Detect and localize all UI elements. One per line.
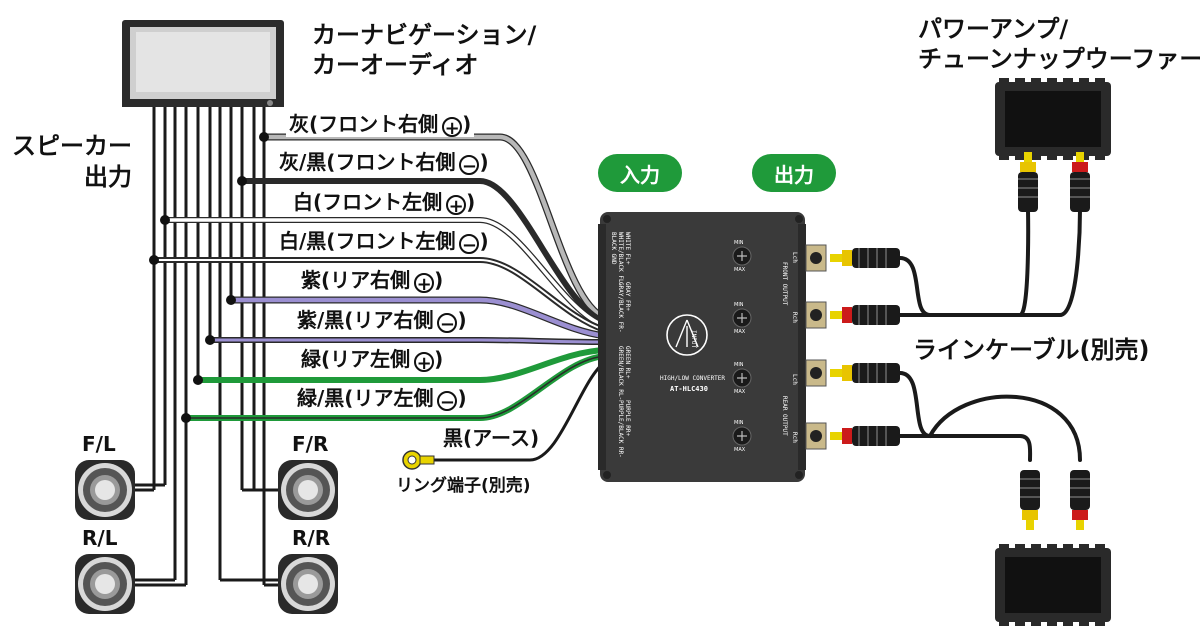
head-unit-icon: [122, 20, 284, 107]
device-pins-d: PURPLE RR+PURPLE/BLACK RR-: [617, 400, 631, 458]
knob-min-label: MIN: [734, 302, 744, 308]
device-pins-a: WHITE FL+WHITE/BLACK FL-BLACK GND: [610, 232, 631, 287]
wire-label-paren: ): [457, 308, 467, 332]
plus-circle-icon: +: [414, 273, 435, 294]
input-badge: 入力: [598, 154, 682, 192]
ground-wire-label: 黒(アース): [440, 428, 543, 448]
speaker-icon-rl: [75, 554, 135, 614]
gain-knob-icon[interactable]: [732, 246, 752, 266]
speaker-label-fr: F/R: [292, 432, 329, 456]
front-lch-label: Lch: [791, 252, 798, 263]
amp-rca-plug-icon: [1018, 152, 1038, 212]
wire-label-text: 灰(フロント右側: [289, 112, 439, 136]
amplifier-icon-top: [995, 78, 1111, 160]
wire-label: 紫(リア右側+): [298, 268, 447, 294]
signal-wires: [151, 133, 609, 462]
front-output-label: FRONT OUTPUT: [781, 262, 788, 306]
rca-plug-icon: [842, 248, 900, 268]
converter-box: [598, 212, 806, 482]
device-input-label: INPUT: [690, 330, 697, 349]
amp-rca-plug-icon: [1070, 470, 1090, 530]
rear-output-label: REAR OUTPUT: [781, 396, 788, 436]
device-pins-b: GRAY FR+GRAY/BLACK FR-: [617, 282, 631, 333]
wire-label: 紫/黒(リア右側−): [294, 308, 470, 334]
wire-label-text: 緑(リア左側: [301, 347, 411, 371]
rca-output-jack[interactable]: [805, 244, 842, 272]
wire-label-paren: ): [462, 112, 472, 136]
amplifier-icon-bottom: [995, 544, 1111, 626]
amp-rca-plug-icon: [1070, 152, 1090, 212]
speaker-icon-rr: [278, 554, 338, 614]
rca-plug-icon: [842, 305, 900, 325]
wire-label-paren: ): [479, 150, 489, 174]
wire-label-paren: ): [466, 190, 476, 214]
wire-label-text: 紫(リア右側: [301, 268, 411, 292]
amplifier-heading: パワーアンプ/チューンナップウーファー: [918, 15, 1200, 73]
wire-label-text: 白(フロント左側: [293, 190, 443, 214]
ring-terminal-label: リング端子(別売): [396, 476, 531, 496]
wire-label: 灰(フロント右側+): [286, 112, 475, 138]
plus-circle-icon: +: [446, 195, 467, 216]
wire-label: 白(フロント左側+): [290, 190, 479, 216]
rca-output-jack[interactable]: [805, 301, 842, 329]
knob-max-label: MAX: [734, 447, 746, 453]
wire-label: 緑/黒(リア左側−): [294, 386, 470, 412]
minus-circle-icon: −: [437, 391, 458, 412]
harness-verticals: [152, 107, 266, 585]
front-rch-label: Rch: [791, 312, 798, 323]
rca-plug-icon: [842, 426, 900, 446]
knob-min-label: MIN: [734, 240, 744, 246]
knob-max-label: MAX: [734, 329, 746, 335]
knob-min-label: MIN: [734, 420, 744, 426]
wire-label-text: 白/黒(フロント左側: [279, 229, 456, 253]
wire-label-paren: ): [457, 386, 467, 410]
speaker-label-rr: R/R: [292, 526, 331, 550]
wire-label-paren: ): [479, 229, 489, 253]
line-cable-heading: ラインケーブル(別売): [913, 336, 1150, 364]
speaker-label-rl: R/L: [82, 526, 118, 550]
wire-label-paren: ): [434, 347, 444, 371]
device-pins-c: GREEN RL+GREEN/BLACK RL-: [617, 346, 631, 401]
amp-rca-plug-icon: [1020, 470, 1040, 530]
wire-label: 灰/黒(フロント右側−): [276, 150, 492, 176]
rca-plug-icon: [842, 363, 900, 383]
knob-max-label: MAX: [734, 389, 746, 395]
speaker-icon-fl: [75, 460, 135, 520]
plus-circle-icon: +: [442, 117, 463, 138]
speaker-output-heading: スピーカー出力: [12, 132, 132, 192]
device-model-line2: AT-HLC430: [670, 385, 708, 393]
output-badge: 出力: [752, 154, 836, 192]
head-unit-heading: カーナビゲーション/カーオーディオ: [312, 21, 537, 79]
rca-output-jack[interactable]: [805, 359, 842, 387]
knob-min-label: MIN: [734, 362, 744, 368]
minus-circle-icon: −: [459, 155, 480, 176]
gain-knob-icon[interactable]: [732, 368, 752, 388]
device-model-line1: HIGH/LOW CONVERTER: [660, 375, 726, 382]
speaker-label-fl: F/L: [82, 432, 116, 456]
wire-label-text: 紫/黒(リア右側: [297, 308, 434, 332]
gain-knob-icon[interactable]: [732, 426, 752, 446]
minus-circle-icon: −: [437, 313, 458, 334]
rear-rch-label: Rch: [791, 432, 798, 443]
rca-output-jack[interactable]: [805, 422, 842, 450]
minus-circle-icon: −: [459, 234, 480, 255]
gain-knob-icon[interactable]: [732, 308, 752, 328]
wire-label: 白/黒(フロント左側−): [276, 229, 492, 255]
knob-max-label: MAX: [734, 267, 746, 273]
wire-label-paren: ): [434, 268, 444, 292]
wire-label-text: 灰/黒(フロント右側: [279, 150, 456, 174]
rear-lch-label: Lch: [791, 374, 798, 385]
wire-label-text: 緑/黒(リア左側: [297, 386, 434, 410]
ring-terminal-icon: [402, 450, 435, 470]
speaker-icon-fr: [278, 460, 338, 520]
wire-label: 緑(リア左側+): [298, 347, 447, 373]
plus-circle-icon: +: [414, 352, 435, 373]
